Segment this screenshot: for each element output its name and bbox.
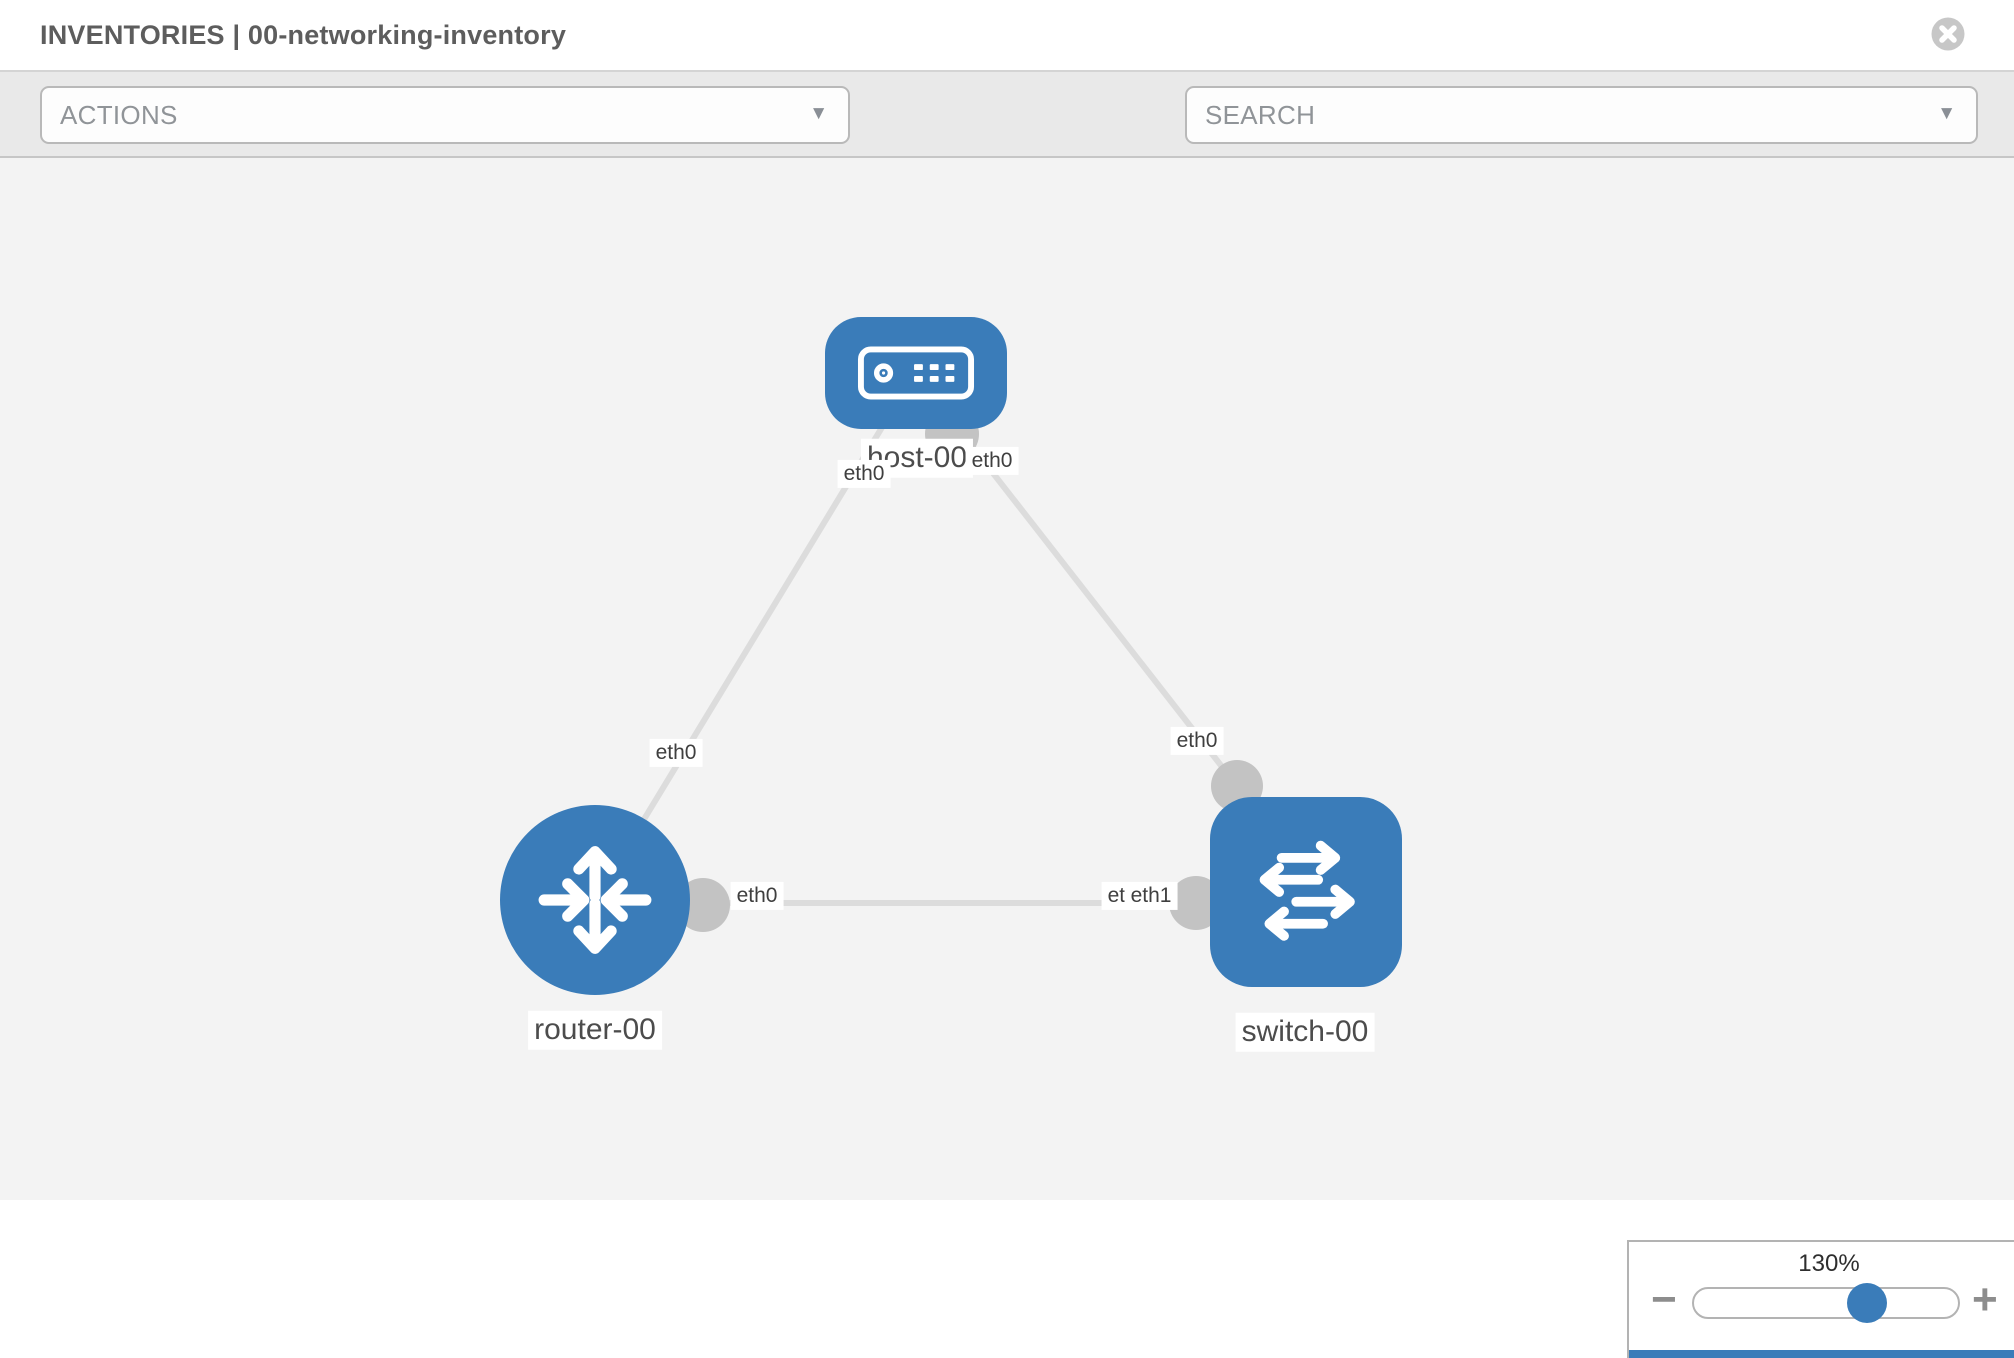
host-icon	[857, 346, 975, 400]
node-host-00[interactable]	[825, 317, 1007, 429]
interface-label: eth0	[965, 446, 1019, 476]
zoom-level-value: 130%	[1798, 1250, 1860, 1277]
search-placeholder: SEARCH	[1205, 99, 1316, 130]
interface-label: eth0	[649, 738, 703, 768]
node-label-router: router-00	[528, 1010, 662, 1050]
zoom-out-button[interactable]: −	[1651, 1275, 1677, 1324]
interface-label: eth1	[1124, 881, 1178, 911]
chevron-down-icon: ▼	[1937, 103, 1956, 125]
header: INVENTORIES | 00-networking-inventory	[0, 0, 2014, 72]
chevron-down-icon: ▼	[809, 103, 828, 125]
node-label-switch: switch-00	[1235, 1012, 1375, 1052]
actions-dropdown[interactable]: ACTIONS ▼	[40, 86, 850, 144]
interface-label: eth0	[730, 881, 784, 911]
router-icon	[538, 846, 652, 954]
close-button[interactable]	[1929, 15, 1967, 53]
zoom-slider-thumb[interactable]	[1847, 1283, 1887, 1323]
zoom-control-panel: 130% − +	[1627, 1240, 2014, 1358]
page-title: INVENTORIES | 00-networking-inventory	[40, 20, 567, 50]
interface-connector-switch-left[interactable]	[1169, 876, 1223, 930]
interface-label: eth0	[1170, 726, 1224, 756]
zoom-slider[interactable]	[1692, 1283, 1960, 1323]
toolbar: ACTIONS ▼ SEARCH ▼	[0, 72, 2014, 207]
node-router-00[interactable]	[500, 805, 690, 995]
node-switch-00[interactable]	[1210, 797, 1402, 987]
zoom-in-button[interactable]: +	[1972, 1275, 1998, 1324]
close-icon	[1931, 17, 1965, 51]
panel-accent-bar	[1629, 1350, 2014, 1358]
topology-links-layer	[592, 371, 1263, 932]
interface-label: eth0	[837, 459, 891, 489]
switch-icon	[1259, 840, 1355, 941]
actions-dropdown-label: ACTIONS	[60, 99, 178, 130]
topology-canvas[interactable]: host-00 router-00 switch-00 eth0 eth0 et…	[0, 158, 2014, 1358]
search-input[interactable]: SEARCH ▼	[1185, 86, 1978, 144]
